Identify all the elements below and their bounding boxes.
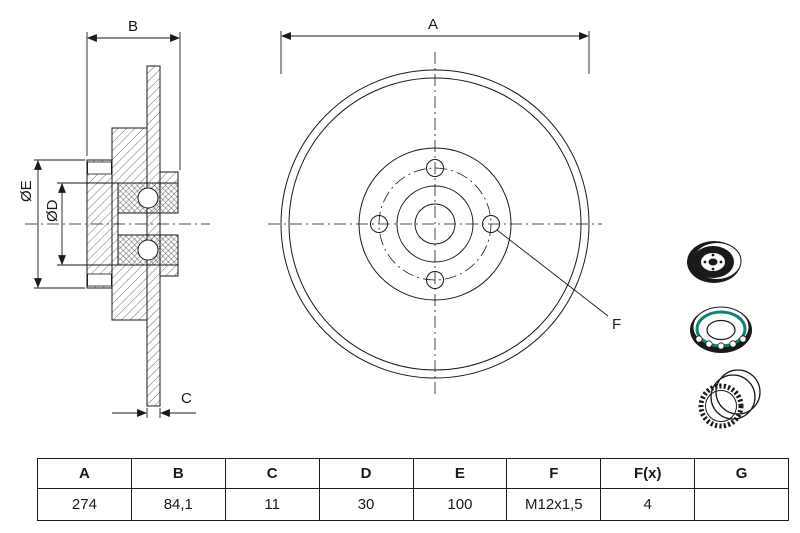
front-view: A F bbox=[268, 16, 621, 396]
spec-value-e: 100 bbox=[412, 488, 508, 521]
bearing-ball bbox=[695, 335, 703, 343]
bolt-hole-right bbox=[482, 215, 500, 233]
callout-f: F bbox=[496, 229, 621, 333]
dim-e-label: ØE bbox=[18, 180, 35, 202]
flange-section bbox=[86, 159, 113, 289]
disc-thumbnail bbox=[687, 241, 742, 283]
spec-table: A B C D E F F(x) G 274 84,1 11 30 100 M1… bbox=[37, 458, 789, 521]
dim-b-label: B bbox=[128, 18, 138, 35]
bolt-channel-top bbox=[87, 161, 112, 175]
bolt-hole-bottom bbox=[426, 271, 444, 289]
hub-face-circle bbox=[358, 147, 512, 301]
dimension-b: B bbox=[86, 18, 181, 170]
spec-value-f: M12x1,5 bbox=[506, 488, 602, 521]
spec-value-d: 30 bbox=[318, 488, 414, 521]
dim-c-label: C bbox=[181, 390, 192, 407]
dimension-c: C bbox=[112, 390, 196, 418]
dimension-a: A bbox=[280, 16, 590, 74]
brake-disc-drawing: B ØE ØD C bbox=[18, 16, 761, 429]
outer-rim-circle bbox=[288, 77, 582, 371]
dim-d-label: ØD bbox=[44, 199, 61, 222]
spec-value-g bbox=[694, 488, 789, 521]
abs-tone-ring bbox=[698, 383, 744, 429]
bearing-ball bbox=[717, 342, 725, 350]
bolt-channel-bottom bbox=[87, 273, 112, 287]
center-bore-circle bbox=[414, 203, 456, 245]
spec-header-d: D bbox=[318, 458, 414, 489]
hat-bottom-section bbox=[111, 264, 148, 321]
spec-header-row: A B C D E F F(x) G bbox=[37, 458, 789, 489]
spec-header-g: G bbox=[694, 458, 789, 489]
dim-a-label: A bbox=[428, 16, 438, 33]
spec-value-b: 84,1 bbox=[130, 488, 226, 521]
spec-header-e: E bbox=[412, 458, 508, 489]
hub-pilot-circle bbox=[396, 185, 474, 263]
bearing-ball bbox=[729, 340, 737, 348]
bearing-ball-bottom bbox=[137, 239, 159, 261]
bearing-ball bbox=[705, 340, 713, 348]
bearing-thumbnail bbox=[690, 306, 752, 353]
seal-ring bbox=[715, 369, 761, 415]
bolt-hole-top bbox=[426, 159, 444, 177]
spec-value-c: 11 bbox=[224, 488, 320, 521]
spec-header-c: C bbox=[224, 458, 320, 489]
spec-header-f: F bbox=[506, 458, 602, 489]
dimension-e: ØE bbox=[18, 159, 85, 289]
cross-section-view: B ØE ØD C bbox=[18, 18, 210, 418]
dimension-d: ØD bbox=[44, 182, 115, 266]
abs-ring-thumbnail bbox=[698, 369, 761, 429]
spec-value-row: 274 84,1 11 30 100 M12x1,5 4 bbox=[37, 488, 789, 521]
bolt-circle bbox=[378, 167, 492, 281]
seal-ring bbox=[710, 374, 756, 420]
spec-header-fx: F(x) bbox=[600, 458, 696, 489]
hub-wall-section bbox=[111, 182, 119, 266]
bearing-ball bbox=[739, 335, 747, 343]
hat-top-section bbox=[111, 127, 148, 184]
spec-value-a: 274 bbox=[37, 488, 132, 521]
spec-value-fx: 4 bbox=[600, 488, 696, 521]
hub-nose-top bbox=[159, 171, 179, 184]
dim-f-label: F bbox=[612, 316, 621, 333]
hub-nose-bottom bbox=[159, 264, 179, 277]
spec-header-a: A bbox=[37, 458, 132, 489]
bearing-ball-top bbox=[137, 187, 159, 209]
bolt-hole-left bbox=[370, 215, 388, 233]
spec-header-b: B bbox=[130, 458, 226, 489]
outer-diameter-circle bbox=[280, 69, 590, 379]
